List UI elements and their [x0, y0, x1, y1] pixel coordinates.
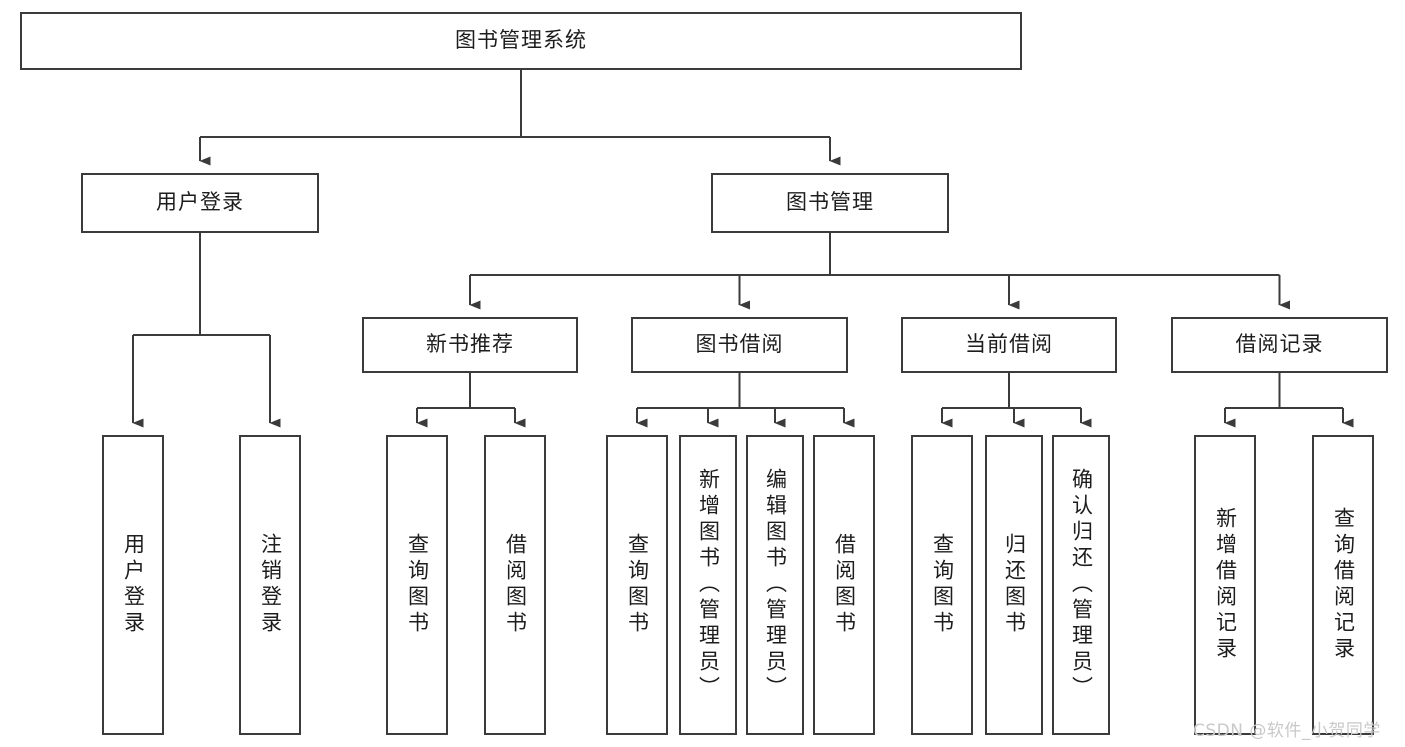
- watermark-text: CSDN @软件_小贺同学: [1193, 721, 1381, 741]
- node-leaf-query-book-recommend[interactable]: 查询图书: [386, 435, 448, 735]
- node-leaf-borrow-book[interactable]: 借阅图书: [813, 435, 875, 735]
- node-label: 确认归还（管理员）: [1069, 468, 1094, 702]
- node-book-borrow[interactable]: 图书借阅: [631, 317, 848, 373]
- node-leaf-query-book-borrow[interactable]: 查询图书: [606, 435, 668, 735]
- node-root[interactable]: 图书管理系统: [20, 12, 1022, 70]
- node-label: 新增借阅记录: [1213, 507, 1238, 663]
- node-label: 新增图书（管理员）: [696, 468, 721, 702]
- node-leaf-query-borrow-record[interactable]: 查询借阅记录: [1312, 435, 1374, 735]
- node-leaf-add-borrow-record[interactable]: 新增借阅记录: [1194, 435, 1256, 735]
- node-label: 借阅图书: [503, 533, 528, 637]
- node-label: 图书管理系统: [455, 28, 587, 53]
- node-label: 图书借阅: [695, 332, 784, 357]
- node-leaf-edit-book-admin[interactable]: 编辑图书（管理员）: [746, 435, 804, 735]
- node-label: 查询图书: [625, 533, 650, 637]
- node-leaf-user-login[interactable]: 用户登录: [102, 435, 164, 735]
- node-label: 借阅图书: [832, 533, 857, 637]
- node-leaf-borrow-book-recommend[interactable]: 借阅图书: [484, 435, 546, 735]
- node-book-management[interactable]: 图书管理: [711, 173, 949, 233]
- node-label: 注销登录: [258, 533, 283, 637]
- node-user-login[interactable]: 用户登录: [81, 173, 319, 233]
- node-leaf-query-book-current[interactable]: 查询图书: [911, 435, 973, 735]
- node-label: 新书推荐: [426, 332, 514, 357]
- node-label: 当前借阅: [965, 332, 1053, 357]
- node-label: 用户登录: [156, 190, 244, 215]
- node-label: 编辑图书（管理员）: [763, 468, 788, 702]
- node-label: 借阅记录: [1235, 332, 1324, 357]
- node-new-book-recommend[interactable]: 新书推荐: [362, 317, 578, 373]
- node-leaf-logout[interactable]: 注销登录: [239, 435, 301, 735]
- node-label: 用户登录: [121, 533, 146, 637]
- node-leaf-confirm-return-admin[interactable]: 确认归还（管理员）: [1052, 435, 1110, 735]
- node-label: 查询图书: [405, 533, 430, 637]
- node-leaf-add-book-admin[interactable]: 新增图书（管理员）: [679, 435, 737, 735]
- node-label: 查询图书: [930, 533, 955, 637]
- node-label: 图书管理: [786, 190, 874, 215]
- node-borrow-record[interactable]: 借阅记录: [1171, 317, 1388, 373]
- node-leaf-return-book[interactable]: 归还图书: [985, 435, 1043, 735]
- node-label: 查询借阅记录: [1331, 507, 1356, 663]
- node-current-borrow[interactable]: 当前借阅: [901, 317, 1117, 373]
- node-label: 归还图书: [1002, 533, 1027, 637]
